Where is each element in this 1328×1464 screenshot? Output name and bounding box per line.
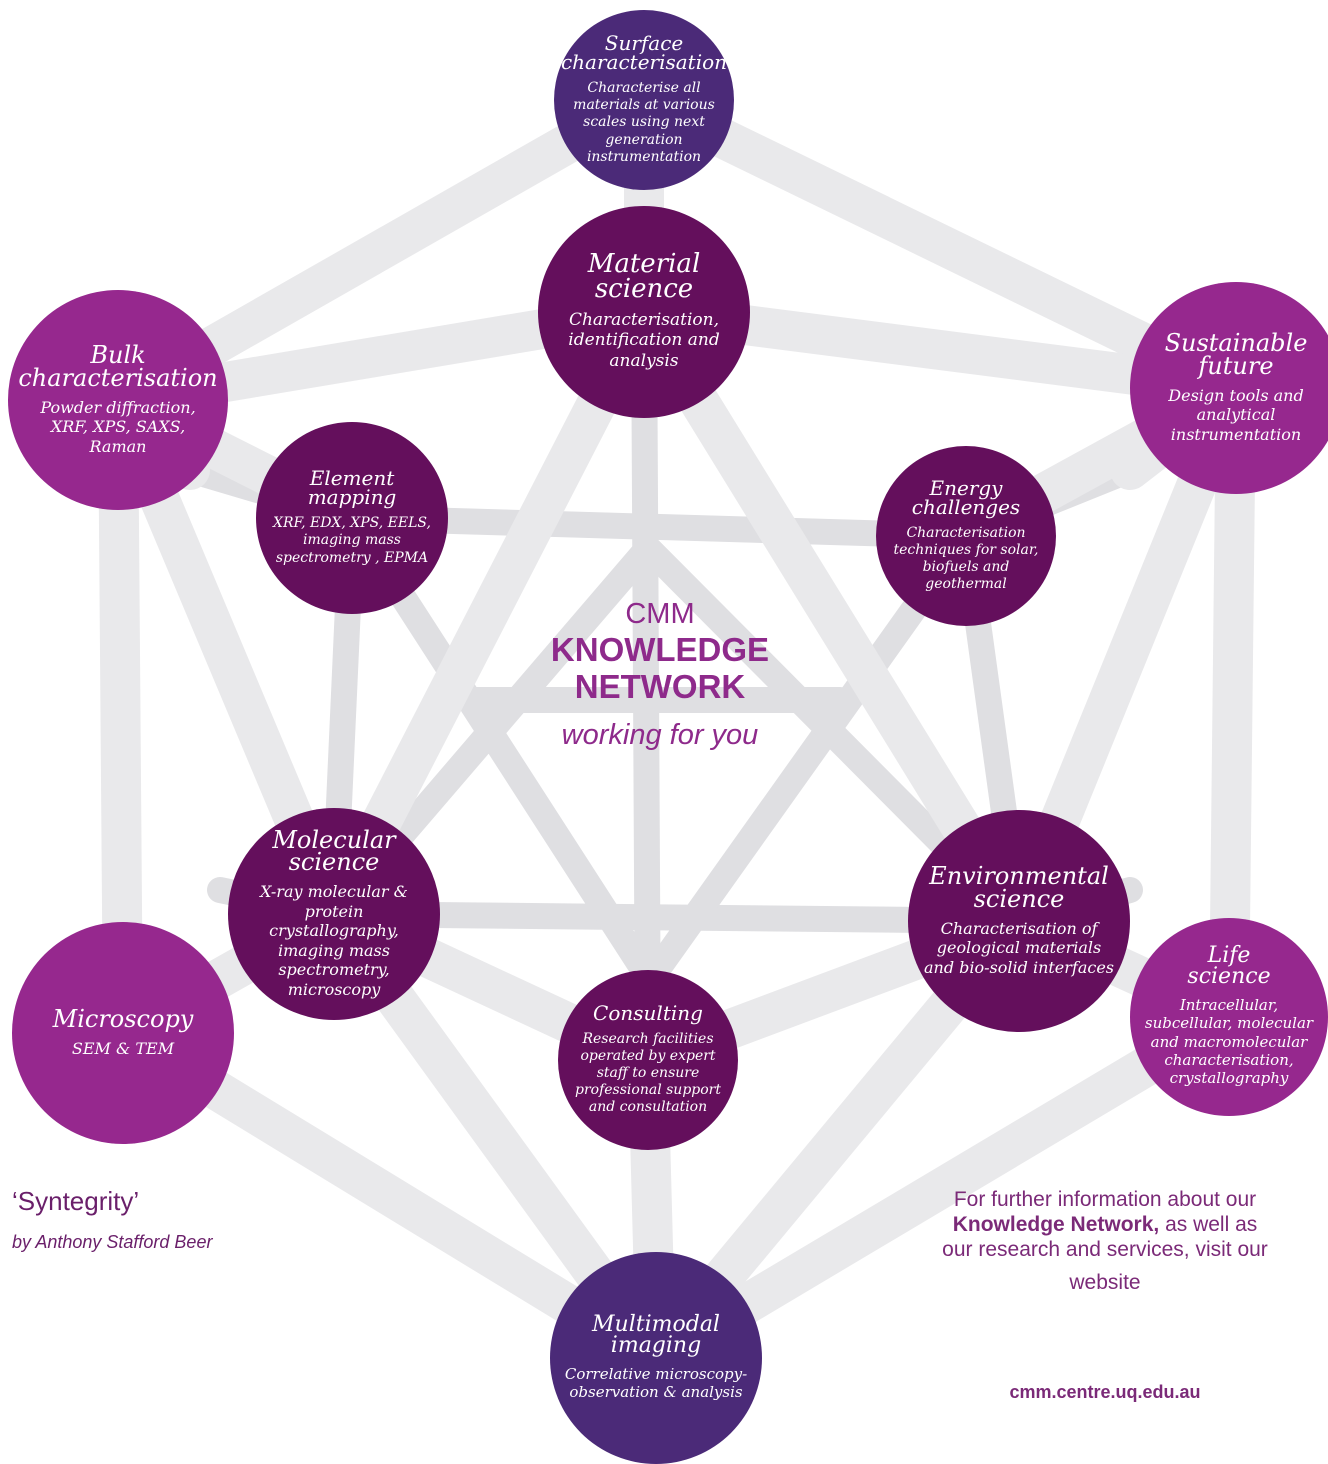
node-title: Consulting: [593, 1000, 703, 1025]
node-title: mapping: [307, 485, 397, 510]
center-title-cmm: CMM: [625, 598, 695, 630]
node-title: Life: [1207, 943, 1251, 969]
frame-strut: [631, 299, 661, 1073]
node-description: Correlative microscopy-observation & ana…: [564, 1364, 748, 1401]
node-title: Molecular: [272, 825, 396, 854]
center-title-network: NETWORK: [574, 668, 746, 705]
node-title: characterisation: [18, 363, 218, 392]
node-title: Microscopy: [52, 1004, 194, 1033]
node-description: Characterise all materials at various sc…: [573, 80, 715, 165]
node-microscopy: Microscopy SEM & TEM: [12, 922, 234, 1144]
frame-strut: [321, 901, 1032, 934]
frame-strut: [339, 505, 979, 549]
node-title: Energy: [929, 475, 1003, 500]
frame-strut: [637, 523, 979, 993]
node-title: science: [973, 884, 1065, 913]
node-title: Material: [587, 249, 701, 280]
node-title: Multimodal: [592, 1311, 720, 1337]
node-description: Powder diffraction, XRF, XPS, SAXS, Rama…: [40, 397, 196, 456]
frame-strut: [314, 292, 664, 934]
node-description: Characterisation of geological materials…: [923, 918, 1115, 977]
node-title: science: [594, 273, 694, 304]
node-title: imaging: [610, 1332, 702, 1358]
node-consulting: Consulting Research facilities operated …: [558, 970, 738, 1150]
node-description: Characterisation, identification and ana…: [568, 309, 720, 372]
node-title: science: [1187, 964, 1271, 990]
node-title: science: [288, 848, 380, 877]
node-description: Intracellular, subcellular, molecular an…: [1144, 996, 1314, 1088]
node-title: challenges: [911, 494, 1021, 519]
node-description: SEM & TEM: [71, 1038, 175, 1058]
node-title: Environmental: [929, 861, 1109, 890]
credit-author: by Anthony Stafford Beer: [12, 1232, 213, 1252]
node-description: Research facilities operated by expert s…: [575, 1030, 721, 1116]
node-title: Element: [309, 466, 395, 491]
info-line-1: For further information about our: [953, 1188, 1257, 1211]
node-title: Surface: [604, 31, 684, 56]
info-line-2: as well as: [1159, 1213, 1258, 1236]
info-line-3: our research and services, visit our: [942, 1238, 1268, 1261]
center-tagline: working for you: [561, 719, 759, 751]
node-title: Sustainable: [1164, 328, 1308, 357]
node-description: Characterisation techniques for solar, b…: [893, 524, 1039, 593]
node-description: X-ray molecular & protein crystallograph…: [260, 882, 408, 999]
node-title: Bulk: [90, 340, 146, 369]
node-description: Design tools and analytical instrumentat…: [1168, 385, 1304, 444]
frame-strut: [624, 292, 1039, 941]
website-link[interactable]: cmm.centre.uq.edu.au: [1009, 1382, 1201, 1402]
center-title-block: CMM KNOWLEDGE NETWORK working for you: [520, 597, 800, 752]
info-block: For further information about our Knowle…: [905, 1187, 1305, 1295]
node-title: characterisation: [560, 50, 728, 75]
info-bold: Knowledge Network,: [952, 1213, 1160, 1236]
frame-strut: [636, 997, 1249, 1378]
node-title: future: [1198, 351, 1274, 380]
node-description: XRF, EDX, XPS, EELS, imaging mass spectr…: [273, 515, 431, 566]
center-title-knowledge: KNOWLEDGE: [550, 631, 770, 668]
frame-strut: [624, 80, 1256, 408]
credit-title: ‘Syntegrity’: [12, 1186, 140, 1216]
info-line-4: website: [1069, 1271, 1141, 1294]
